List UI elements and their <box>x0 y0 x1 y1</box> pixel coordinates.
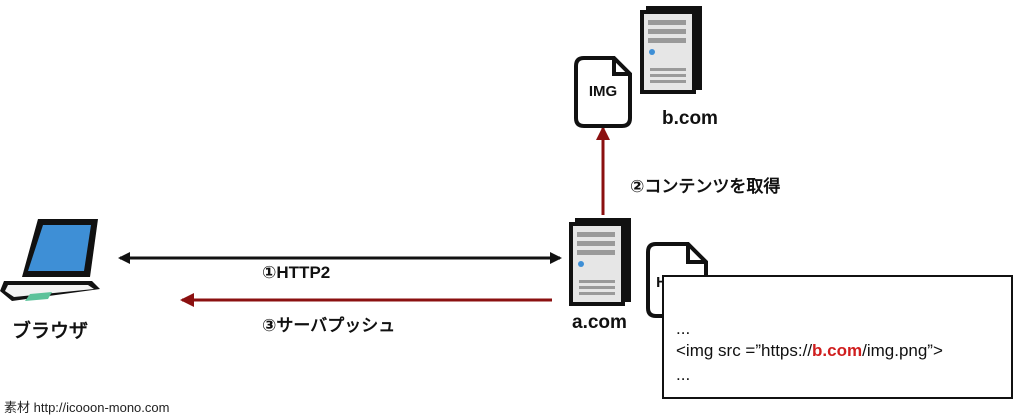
code-line-1: ... <box>676 319 691 338</box>
code-line-2-prefix: <img src =”https:// <box>676 341 813 360</box>
credit-text: 素材 http://icooon-mono.com <box>4 400 170 415</box>
server-icon <box>640 6 702 94</box>
push-label: ③サーバプッシュ <box>262 316 396 335</box>
server-icon <box>569 218 631 306</box>
code-line-2-highlight: b.com <box>812 341 863 360</box>
a-com-label: a.com <box>572 312 627 333</box>
http2-label: ①HTTP2 <box>262 263 331 282</box>
image-file-icon: IMG <box>574 56 632 128</box>
browser-label: ブラウザ <box>12 321 89 342</box>
code-line-2-suffix: /img.png”> <box>862 341 943 360</box>
b-com-label: b.com <box>662 108 718 129</box>
laptop-icon <box>0 219 100 301</box>
code-line-3: ... <box>676 365 691 384</box>
fetch-label: ②コンテンツを取得 <box>630 177 781 196</box>
html-code-box: ... <img src =”https://b.com/img.png”> .… <box>662 275 1013 399</box>
img-file-label: IMG <box>588 83 618 100</box>
code-line-2: <img src =”https://b.com/img.png”> <box>676 341 943 361</box>
